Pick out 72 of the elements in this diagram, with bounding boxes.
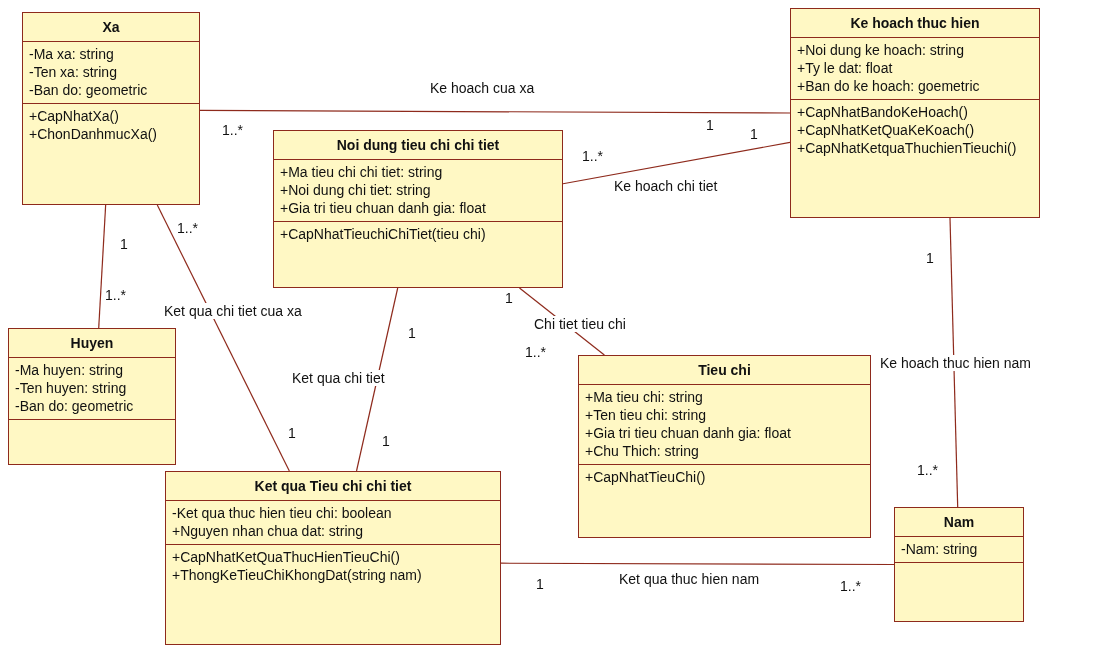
class-name: Ke hoach thuc hien: [850, 15, 980, 31]
method-text: +CapNhatXa(): [29, 107, 119, 125]
class-box: [8, 328, 176, 465]
multiplicity-label: 1..*: [175, 220, 200, 236]
multiplicity-label: 1: [286, 425, 298, 441]
class-box: [894, 507, 1024, 622]
edge-label: Ke hoach cua xa: [428, 80, 537, 96]
multiplicity-label: 1..*: [838, 578, 863, 594]
method-text: +ThongKeTieuChiKhongDat(string nam): [172, 566, 422, 584]
attribute-text: +Nguyen nhan chua dat: string: [172, 522, 364, 540]
edge-label: Ket qua thuc hien nam: [617, 571, 762, 587]
multiplicity-label: 1: [380, 433, 392, 449]
attribute-text: -Ten xa: string: [29, 63, 117, 81]
attribute-text: -Ban do: geometric: [29, 81, 148, 99]
multiplicity-label: 1: [118, 236, 130, 252]
multiplicity-label: 1..*: [580, 148, 605, 164]
attribute-text: -Ban do: geometric: [15, 397, 134, 415]
multiplicity-label: 1..*: [915, 462, 940, 478]
class-box: [578, 355, 871, 538]
attribute-text: +Gia tri tieu chuan danh gia: float: [280, 199, 486, 217]
attribute-text: +Ten tieu chi: string: [585, 406, 706, 424]
method-text: +CapNhatTieuchiChiTiet(tieu chi): [280, 225, 486, 243]
edge-label: Ket qua chi tiet: [290, 370, 387, 386]
attribute-text: -Ma huyen: string: [15, 361, 124, 379]
multiplicity-label: 1: [534, 576, 546, 592]
multiplicity-label: 1: [503, 290, 515, 306]
method-text: +ChonDanhmucXa(): [29, 125, 157, 143]
attribute-text: +Noi dung ke hoach: string: [797, 41, 964, 59]
class-name: Huyen: [70, 335, 114, 351]
attribute-text: -Nam: string: [901, 540, 978, 558]
association-line: [156, 204, 290, 472]
edge-label: Ket qua chi tiet cua xa: [162, 303, 304, 319]
multiplicity-label: 1: [406, 325, 418, 341]
association-line: [500, 562, 895, 566]
attribute-text: -Ket qua thuc hien tieu chi: boolean: [172, 504, 392, 522]
multiplicity-label: 1: [748, 126, 760, 142]
class-name: Noi dung tieu chi chi tiet: [336, 137, 500, 153]
class-name: Tieu chi: [698, 362, 751, 378]
attribute-text: +Ty le dat: float: [797, 59, 893, 77]
class-name: Xa: [102, 19, 120, 35]
attribute-text: +Gia tri tieu chuan danh gia: float: [585, 424, 791, 442]
attribute-text: -Ma xa: string: [29, 45, 114, 63]
method-text: +CapNhatKetquaThuchienTieuchi(): [797, 139, 1017, 157]
attribute-text: +Chu Thich: string: [585, 442, 699, 460]
class-box: [22, 12, 200, 205]
method-text: +CapNhatTieuChi(): [585, 468, 706, 486]
class-name: Nam: [943, 514, 975, 530]
multiplicity-label: 1: [924, 250, 936, 266]
association-line: [199, 109, 791, 114]
edge-label: Ke hoach thuc hien nam: [878, 355, 1033, 371]
class-box: [165, 471, 501, 645]
multiplicity-label: 1..*: [523, 344, 548, 360]
association-line: [98, 204, 107, 329]
attribute-text: +Ma tieu chi chi tiet: string: [280, 163, 443, 181]
attribute-text: +Noi dung chi tiet: string: [280, 181, 431, 199]
association-line: [562, 141, 791, 185]
edge-label: Chi tiet tieu chi: [532, 316, 628, 332]
attribute-text: +Ma tieu chi: string: [585, 388, 703, 406]
attribute-text: +Ban do ke hoach: goemetric: [797, 77, 980, 95]
multiplicity-label: 1..*: [103, 287, 128, 303]
multiplicity-label: 1..*: [220, 122, 245, 138]
class-box: [790, 8, 1040, 218]
edge-label: Ke hoach chi tiet: [612, 178, 720, 194]
method-text: +CapNhatKetQuaThucHienTieuChi(): [172, 548, 400, 566]
method-text: +CapNhatBandoKeHoach(): [797, 103, 968, 121]
multiplicity-label: 1: [704, 117, 716, 133]
class-box: [273, 130, 563, 288]
association-line: [355, 287, 399, 472]
class-name: Ket qua Tieu chi chi tiet: [254, 478, 412, 494]
method-text: +CapNhatKetQuaKeKoach(): [797, 121, 975, 139]
association-line: [949, 217, 959, 508]
attribute-text: -Ten huyen: string: [15, 379, 127, 397]
